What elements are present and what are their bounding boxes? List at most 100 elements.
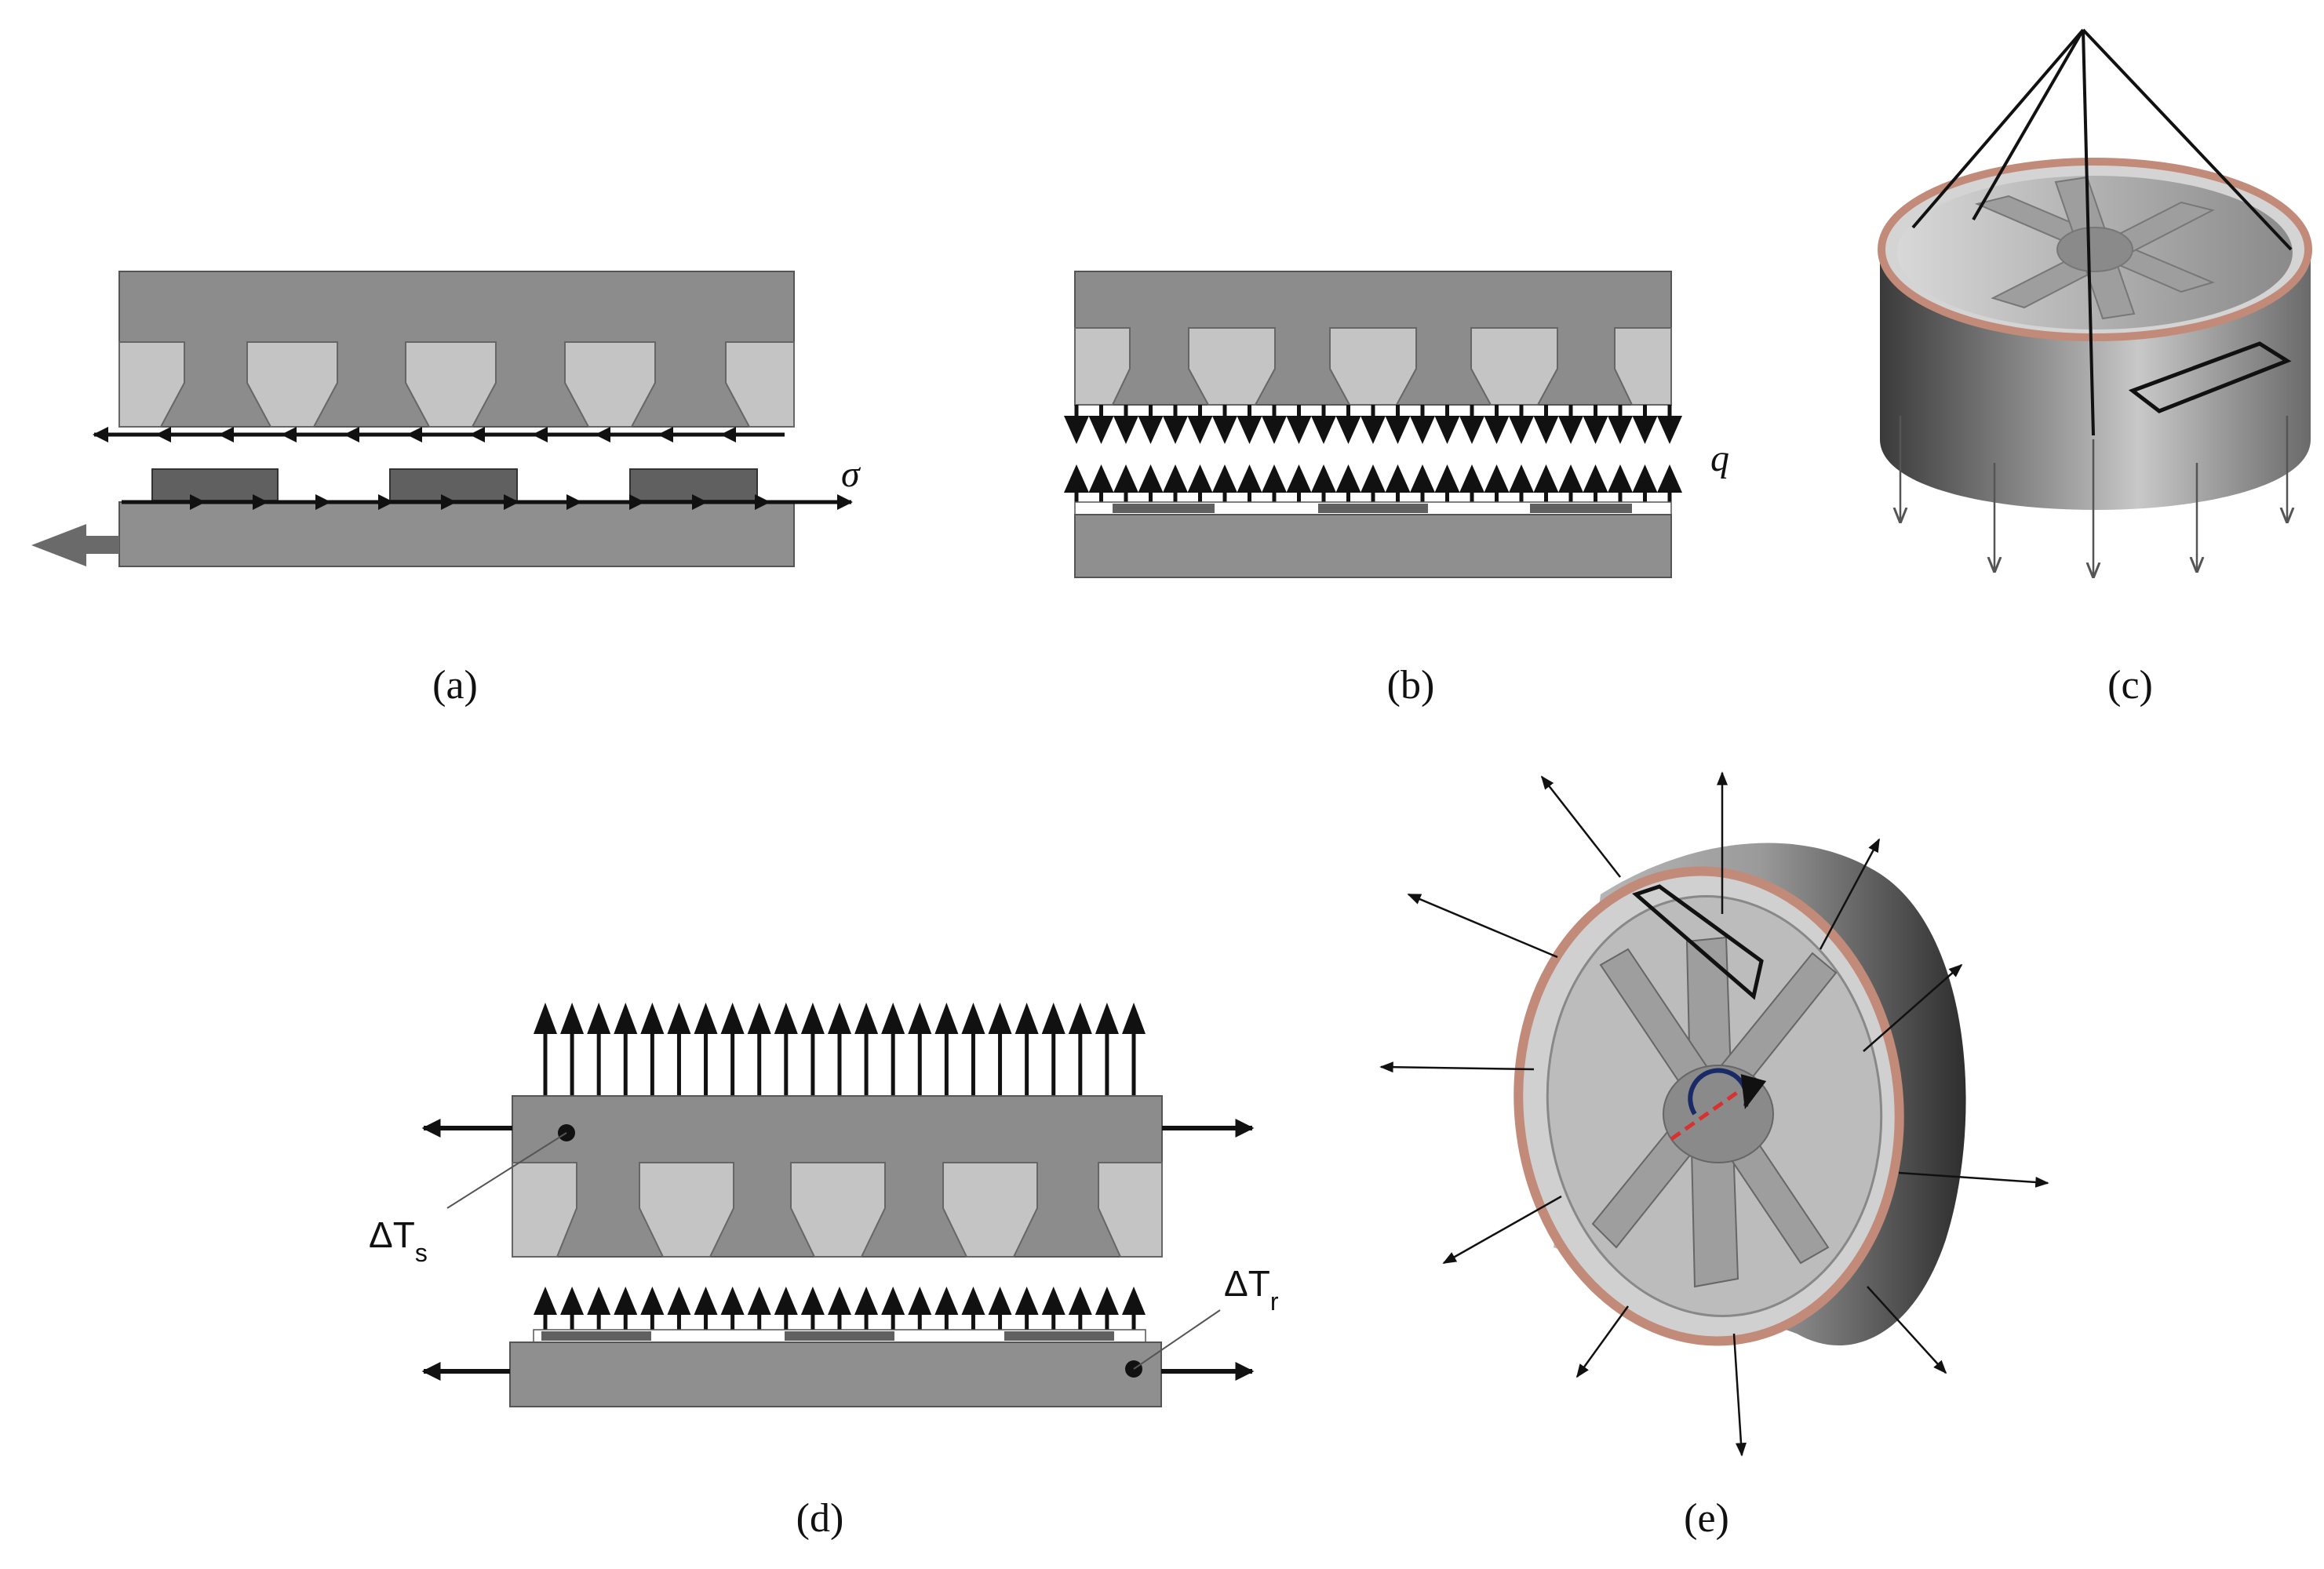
pressure-arrowhead <box>1657 464 1682 493</box>
rotor-temp-leader <box>1133 1309 1221 1370</box>
caption-c: (c) <box>2107 663 2153 708</box>
pressure-arrowhead <box>1095 1287 1119 1315</box>
stator-slot <box>118 341 185 428</box>
pressure-arrowhead <box>614 1003 638 1034</box>
pressure-arrowhead <box>1122 1287 1146 1315</box>
pressure-arrowhead <box>1385 464 1411 493</box>
pressure-arrowhead <box>1041 1003 1065 1034</box>
pressure-arrowhead <box>1632 464 1658 493</box>
pressure-arrowhead <box>1064 464 1089 493</box>
pressure-arrowhead <box>667 1003 691 1034</box>
pressure-arrowhead <box>1558 464 1583 493</box>
pressure-arrowhead <box>614 1287 638 1315</box>
pressure-arrowhead <box>988 1287 1012 1315</box>
panel-d-thermal-load: ΔTs ΔTr (d) <box>369 1003 1279 1541</box>
pressure-arrowhead <box>1533 464 1559 493</box>
pressure-arrowhead <box>747 1003 771 1034</box>
pressure-arrowhead <box>1509 464 1534 493</box>
caption-a: (a) <box>432 663 478 708</box>
pressure-arrowhead <box>1583 416 1608 444</box>
gravity-arrows <box>1900 416 2287 577</box>
lifting-cables <box>1911 28 2293 436</box>
panel-b-normal-load: q (b) <box>1064 271 1729 708</box>
pressure-arrowhead <box>1041 1287 1065 1315</box>
pressure-arrowhead <box>1138 416 1164 444</box>
pressure-arrowhead <box>1410 416 1435 444</box>
pressure-arrowhead <box>1459 464 1484 493</box>
pressure-arrowhead <box>1088 416 1114 444</box>
pressure-arrowhead <box>1138 464 1164 493</box>
pressure-arrowhead <box>1410 464 1435 493</box>
pressure-arrowhead <box>774 1003 798 1034</box>
rotor-pressure-arrows <box>1064 464 1682 502</box>
caption-e: (e) <box>1684 1496 1729 1541</box>
pressure-arrowhead <box>1583 464 1608 493</box>
stator-temp-label: ΔTs <box>369 1214 428 1267</box>
pressure-arrowhead <box>774 1287 798 1315</box>
pressure-arrowhead <box>1361 416 1386 444</box>
pressure-arrowhead <box>1237 416 1262 444</box>
pressure-arrowhead <box>1262 464 1287 493</box>
pressure-arrowhead <box>1068 1003 1092 1034</box>
pressure-arrowhead <box>1632 416 1658 444</box>
pressure-arrowhead <box>961 1003 985 1034</box>
caption-b: (b) <box>1387 663 1435 708</box>
pressure-arrowhead <box>640 1287 665 1315</box>
pressure-arrowhead <box>800 1287 825 1315</box>
pressure-arrowhead <box>881 1287 905 1315</box>
pressure-arrowhead <box>1064 416 1089 444</box>
centrifugal-arrows <box>1379 771 2049 1457</box>
pressure-arrowhead <box>1311 464 1336 493</box>
rotor-magnets <box>151 468 758 501</box>
pressure-arrowhead <box>587 1287 611 1315</box>
rotor-reaction-arrow <box>31 524 119 566</box>
generator-spokes <box>1974 176 2215 320</box>
panel-c-gravity-load: (c) <box>1878 28 2312 708</box>
pressure-arrowhead <box>1286 416 1312 444</box>
pressure-arrowhead <box>854 1003 879 1034</box>
pressure-arrowhead <box>1113 464 1138 493</box>
pressure-arrowhead <box>720 1287 745 1315</box>
pressure-arrowhead <box>1361 464 1386 493</box>
pressure-arrowhead <box>800 1003 825 1034</box>
pressure-arrowhead <box>1657 416 1682 444</box>
rotor-magnets <box>541 1331 1114 1341</box>
rotor-core <box>118 501 795 567</box>
stator-slots <box>512 1162 1163 1258</box>
pressure-arrowhead <box>587 1003 611 1034</box>
pressure-arrowhead <box>1484 416 1510 444</box>
pressure-arrowhead <box>1187 464 1213 493</box>
pressure-arrowhead <box>1533 416 1559 444</box>
rotation-arrow <box>1688 1068 1767 1116</box>
pressure-arrowhead <box>640 1003 665 1034</box>
rotor-pressure-arrows <box>534 1287 1146 1330</box>
pressure-arrowhead <box>1014 1287 1039 1315</box>
pressure-arrowhead <box>1608 416 1633 444</box>
pressure-arrowhead <box>1088 464 1114 493</box>
stator-slot <box>564 341 656 428</box>
pressure-arrowhead <box>534 1003 557 1034</box>
pressure-arrowhead <box>881 1003 905 1034</box>
pressure-arrowhead <box>1385 416 1411 444</box>
pressure-arrowhead <box>1014 1003 1039 1034</box>
pressure-arrowhead <box>1509 416 1534 444</box>
pressure-arrowhead <box>1311 416 1336 444</box>
stator-pressure-arrows <box>534 1003 1146 1096</box>
stator-slots <box>1074 327 1672 406</box>
pressure-arrowhead <box>1237 464 1262 493</box>
pressure-arrowhead <box>1558 416 1583 444</box>
stator-slots <box>118 341 795 428</box>
stator-temp-leader <box>446 1132 567 1209</box>
pressure-arrowhead <box>1262 416 1287 444</box>
pressure-arrowhead <box>720 1003 745 1034</box>
rotor-core <box>1074 514 1672 578</box>
pressure-arrowhead <box>1122 1003 1146 1034</box>
pressure-arrowhead <box>854 1287 879 1315</box>
normal-stress-symbol: q <box>1710 438 1729 479</box>
pressure-arrowhead <box>1163 464 1188 493</box>
stator-pressure-arrows <box>1064 405 1682 444</box>
pressure-arrowhead <box>988 1003 1012 1034</box>
pressure-arrowhead <box>908 1003 932 1034</box>
pressure-arrowhead <box>1163 416 1188 444</box>
